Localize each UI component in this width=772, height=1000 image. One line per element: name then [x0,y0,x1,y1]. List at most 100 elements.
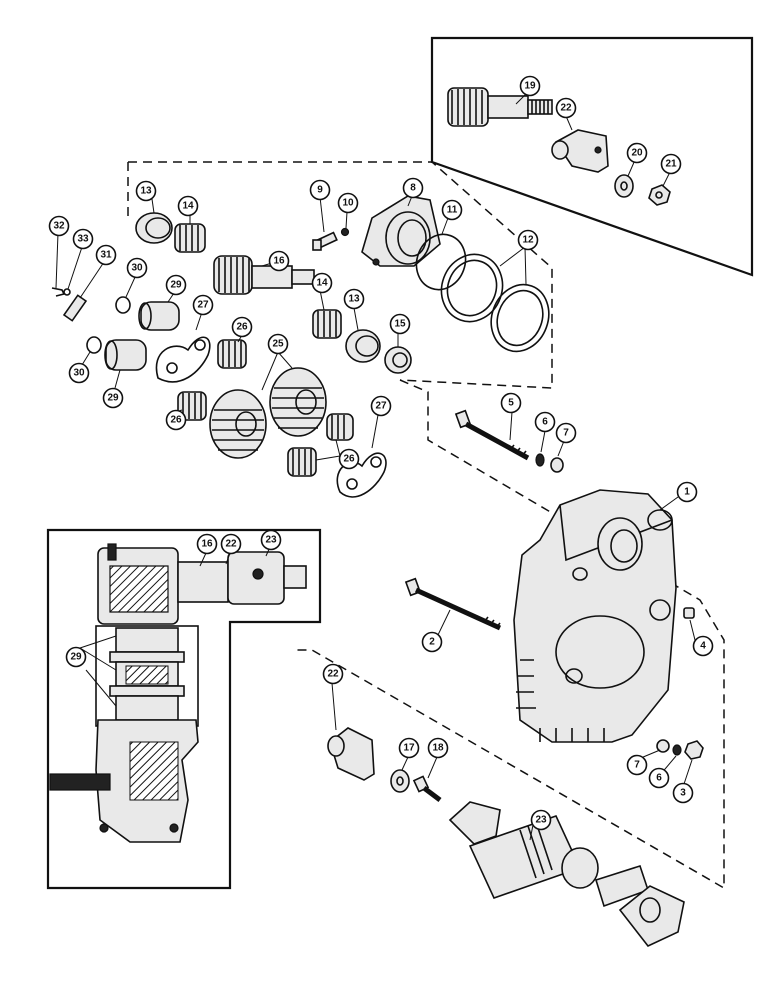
callout-29c: 29 [65,646,87,668]
callout-27a: 27 [192,294,214,316]
callout-22b: 22 [220,533,242,555]
callout-29a: 29 [165,274,187,296]
nut-part-2 [684,740,704,760]
svg-text:19: 19 [524,81,536,92]
callout-1: 1 [676,481,698,503]
callout-15: 15 [389,313,411,335]
callout-23a: 23 [530,809,552,831]
lock-washer-part [340,227,350,237]
callout-23b: 23 [260,529,282,551]
idler-shaft-part [138,301,180,331]
svg-text:8: 8 [410,183,416,194]
transfer-case-housing [513,489,677,743]
callout-17: 17 [398,737,420,759]
output-shaft-part [447,87,553,127]
bearing-cup-part [135,212,173,244]
svg-text:16: 16 [273,256,285,267]
lock-washer-part-2 [535,453,545,467]
svg-text:26: 26 [170,415,182,426]
svg-text:17: 17 [403,743,415,754]
svg-text:7: 7 [563,428,569,439]
seal-part [384,346,412,374]
callout-22a: 22 [555,97,577,119]
svg-text:29: 29 [70,652,82,663]
bearing-cone-part-2 [312,309,342,339]
callout-6a: 6 [534,411,556,433]
callout-16a: 16 [268,250,290,272]
svg-text:6: 6 [656,773,662,784]
callout-26a: 26 [231,316,253,338]
svg-text:30: 30 [131,263,143,274]
callout-27b: 27 [370,395,392,417]
callout-29b: 29 [102,387,124,409]
callout-3: 3 [672,782,694,804]
plug-part [683,607,695,619]
nut-part [648,184,671,206]
callout-18: 18 [427,737,449,759]
svg-text:15: 15 [394,319,406,330]
svg-text:2: 2 [429,637,435,648]
yoke-bolt-part [412,775,442,802]
needle-bearing-part-3 [326,413,354,441]
needle-bearing-part-2 [177,391,207,421]
callout-14a: 14 [177,195,199,217]
svg-text:29: 29 [107,393,119,404]
callout-19: 19 [519,75,541,97]
svg-text:13: 13 [140,186,152,197]
callout-32: 32 [48,215,70,237]
long-bolt-part [454,409,530,461]
svg-text:3: 3 [680,788,686,799]
svg-text:12: 12 [522,235,534,246]
callout-13b: 13 [343,288,365,310]
callout-9: 9 [309,179,331,201]
svg-text:10: 10 [342,198,354,209]
svg-text:23: 23 [535,815,547,826]
o-ring-part [415,233,467,291]
svg-text:30: 30 [73,368,85,379]
callout-26b: 26 [165,409,187,431]
cluster-gear-part [209,389,267,459]
cross-section-inset [46,528,322,890]
callout-33: 33 [72,228,94,250]
bearing-cup-part-2 [345,329,381,363]
svg-text:27: 27 [197,300,209,311]
svg-text:21: 21 [665,159,677,170]
yoke-part [551,129,609,173]
callout-2: 2 [421,631,443,653]
needle-bearing-part-4 [287,447,317,477]
svg-text:5: 5 [508,398,514,409]
gasket-part [440,253,550,353]
pin-part [51,287,66,297]
callout-4: 4 [692,635,714,657]
svg-text:20: 20 [631,148,643,159]
svg-text:31: 31 [100,250,112,261]
flat-washer-part-2 [656,739,670,753]
svg-text:22: 22 [225,539,237,550]
bearing-cover-part [361,195,441,267]
svg-text:18: 18 [432,743,444,754]
snap-ring-part-2 [86,336,102,354]
svg-text:22: 22 [327,669,339,680]
svg-text:27: 27 [375,401,387,412]
callout-13a: 13 [135,180,157,202]
callout-21: 21 [660,153,682,175]
washer-part-2 [390,769,410,793]
gear-shaft-part [213,255,315,295]
svg-text:1: 1 [684,487,690,498]
svg-text:6: 6 [542,417,548,428]
callout-22c: 22 [322,663,344,685]
svg-text:16: 16 [201,539,213,550]
washer-part [614,174,634,198]
callout-30b: 30 [68,362,90,384]
svg-text:4: 4 [700,641,706,652]
callout-14b: 14 [311,272,333,294]
svg-text:9: 9 [317,185,323,196]
svg-text:26: 26 [236,322,248,333]
lock-plate-part [62,294,88,322]
needle-bearing-part [217,339,247,369]
svg-text:14: 14 [182,201,194,212]
callout-12: 12 [517,229,539,251]
callout-8: 8 [402,177,424,199]
callout-30a: 30 [126,257,148,279]
